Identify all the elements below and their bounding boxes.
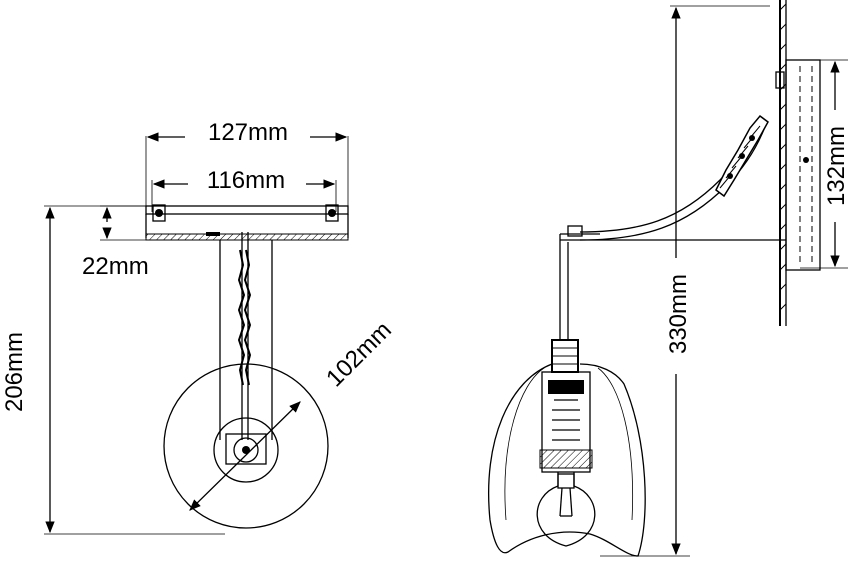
backplate	[775, 59, 821, 271]
dimension-label-116mm: 116mm	[207, 167, 285, 194]
dimension-102mm: 102mm	[189, 317, 397, 511]
glass-shade	[488, 363, 646, 557]
dimension-116mm: 116mm	[151, 167, 337, 212]
light-bulb	[536, 472, 596, 547]
dimension-206mm: 206mm	[1, 205, 225, 535]
dimension-22mm: 22mm	[82, 205, 149, 280]
mounting-plate	[145, 204, 349, 241]
wall	[779, 0, 787, 326]
dimension-label-330mm: 330mm	[665, 274, 692, 354]
dimension-label-206mm: 206mm	[1, 332, 28, 412]
stem	[219, 232, 273, 440]
dimension-132mm: 132mm	[800, 59, 848, 269]
arm	[559, 225, 786, 340]
front-view: 127mm 116mm 22mm	[1, 119, 397, 535]
dimension-label-102mm: 102mm	[321, 317, 397, 393]
dimension-330mm: 330mm	[600, 5, 770, 557]
lamp-holder	[539, 339, 593, 473]
power-cable	[579, 114, 769, 241]
dimension-label-132mm: 132mm	[823, 126, 848, 206]
dimension-label-127mm: 127mm	[208, 119, 288, 146]
globe-shade	[163, 363, 329, 529]
dimension-label-22mm: 22mm	[82, 253, 149, 280]
dimension-127mm: 127mm	[145, 119, 349, 238]
side-view: 132mm 330mm	[488, 0, 848, 557]
